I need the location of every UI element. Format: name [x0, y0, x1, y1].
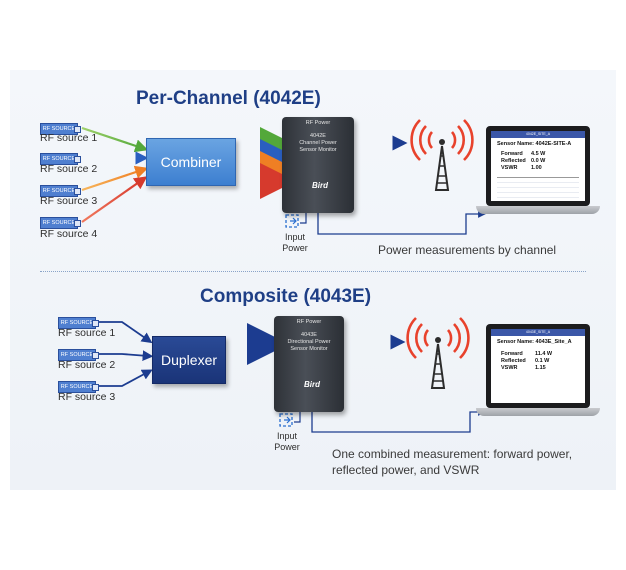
- arrow-src4-combiner: [81, 176, 148, 223]
- section-divider: [40, 271, 586, 272]
- screen-bottom-bar: 4043E_SITE_A: [491, 329, 585, 336]
- composite-caption-1: One combined measurement: forward power,: [332, 447, 573, 461]
- duplexer-label: Duplexer: [160, 352, 218, 368]
- arrow-src3-combiner: [81, 165, 149, 192]
- screen-reflected-val: 0.0 W: [531, 158, 546, 164]
- screen-vswr-val-b: 1.15: [535, 365, 546, 371]
- sensor-desc-1-b: Directional Power: [287, 339, 331, 345]
- input-power-line-top: [300, 212, 307, 224]
- arrow-src2-duplexer: [98, 350, 154, 361]
- screen-forward-key: Forward: [501, 151, 523, 157]
- screen-forward-val: 4.5 W: [531, 151, 546, 157]
- rf-source-tag-2: RF SOURCE 2: [40, 153, 81, 172]
- rf-source-label-c1: RF source 1: [58, 327, 116, 339]
- antenna-tower-top-icon: [410, 119, 474, 191]
- input-power-bottom-icon: [279, 413, 293, 427]
- screen-sensor-name: Sensor Name: 4042E-SITE-A: [497, 141, 572, 147]
- rf-source-label-1: RF source 1: [40, 132, 98, 144]
- screen-table: [497, 177, 579, 198]
- sensor-desc-2-b: Sensor Monitor: [290, 346, 328, 352]
- screen-reflected-key: Reflected: [501, 158, 526, 164]
- screen-forward-key-b: Forward: [501, 351, 523, 357]
- laptop-top-base: [476, 206, 600, 214]
- data-line-laptop-bottom: [311, 408, 486, 433]
- sensor-brand-logo: Bird: [312, 181, 328, 190]
- input-power-top-icon: [285, 214, 299, 228]
- combiner-box: Combiner: [146, 138, 236, 186]
- sensor-desc-2: Sensor Monitor: [299, 147, 337, 153]
- screen-vswr-key: VSWR: [501, 165, 518, 171]
- arrow-src3-duplexer: [98, 369, 153, 387]
- screen-top-bar: 4042E_SITE_A: [491, 131, 585, 138]
- sensor-top-label: RF Power: [305, 120, 331, 126]
- antenna-tower-bottom-icon: [406, 317, 470, 389]
- data-line-laptop-top: [317, 210, 486, 235]
- screen-vswr-val: 1.00: [531, 165, 542, 171]
- input-label-line1: Input: [284, 232, 306, 242]
- sensor-model: 4042E: [310, 133, 326, 139]
- rf-source-label-3: RF source 3: [40, 195, 98, 207]
- rf-source-tag-c1: RF SOURCE 1: [58, 317, 99, 336]
- rf-source-label-c2: RF source 2: [58, 359, 116, 371]
- input-power-label-bottom: Input Power: [270, 431, 304, 453]
- laptop-bottom-display: 4043E_SITE_A Sensor Name: 4043E_Site_A F…: [491, 329, 585, 403]
- screen-reflected-key-b: Reflected: [501, 358, 526, 364]
- screen-reflected-val-b: 0.1 W: [535, 358, 550, 364]
- duplexer-box: Duplexer: [152, 336, 226, 384]
- rf-source-label-2: RF source 2: [40, 163, 98, 175]
- arrow-src1-duplexer: [98, 321, 153, 344]
- sensor-brand-logo-b: Bird: [304, 380, 320, 389]
- laptop-top-display: 4042E_SITE_A Sensor Name: 4042E-SITE-A F…: [491, 131, 585, 201]
- laptop-bottom-base: [476, 408, 600, 416]
- input-label-line2: Power: [282, 243, 308, 253]
- rf-source-tag-c3: RF SOURCE 3: [58, 381, 99, 400]
- sensor-model-b: 4043E: [301, 332, 317, 338]
- arrow-src1-combiner: [81, 126, 149, 153]
- screen-forward-val-b: 11.4 W: [535, 351, 553, 357]
- sensor-4043e: RF Power 4043E Directional Power Sensor …: [274, 316, 344, 412]
- screen-vswr-key-b: VSWR: [501, 365, 518, 371]
- sensor-desc-1: Channel Power: [299, 140, 337, 146]
- rf-source-label-4: RF source 4: [40, 228, 98, 240]
- input-label-line2-b: Power: [274, 442, 300, 452]
- sensor-4042e: RF Power 4042E Channel Power Sensor Moni…: [282, 117, 354, 213]
- composite-title: Composite (4043E): [200, 286, 372, 307]
- per-channel-caption: Power measurements by channel: [378, 243, 557, 257]
- rf-source-label-c3: RF source 3: [58, 391, 116, 403]
- rf-source-tag-1: RF SOURCE 1: [40, 123, 81, 142]
- rf-source-tag-c2: RF SOURCE 2: [58, 349, 99, 368]
- rf-source-tag-4: RF SOURCE 4: [40, 217, 81, 236]
- laptop-top-screen: 4042E_SITE_A Sensor Name: 4042E-SITE-A F…: [486, 126, 590, 206]
- composite-caption-2: reflected power, and VSWR: [332, 463, 480, 477]
- sensor-top-label-b: RF Power: [296, 319, 322, 325]
- input-power-label-top: Input Power: [278, 232, 312, 254]
- input-power-line-bottom: [294, 412, 301, 423]
- screen-sensor-name-b: Sensor Name: 4043E_Site_A: [497, 339, 572, 345]
- combiner-label: Combiner: [160, 154, 222, 170]
- laptop-bottom-screen: 4043E_SITE_A Sensor Name: 4043E_Site_A F…: [486, 324, 590, 408]
- rf-source-tag-3: RF SOURCE 3: [40, 185, 81, 204]
- input-label-line1-b: Input: [276, 431, 298, 441]
- per-channel-title: Per-Channel (4042E): [136, 88, 321, 109]
